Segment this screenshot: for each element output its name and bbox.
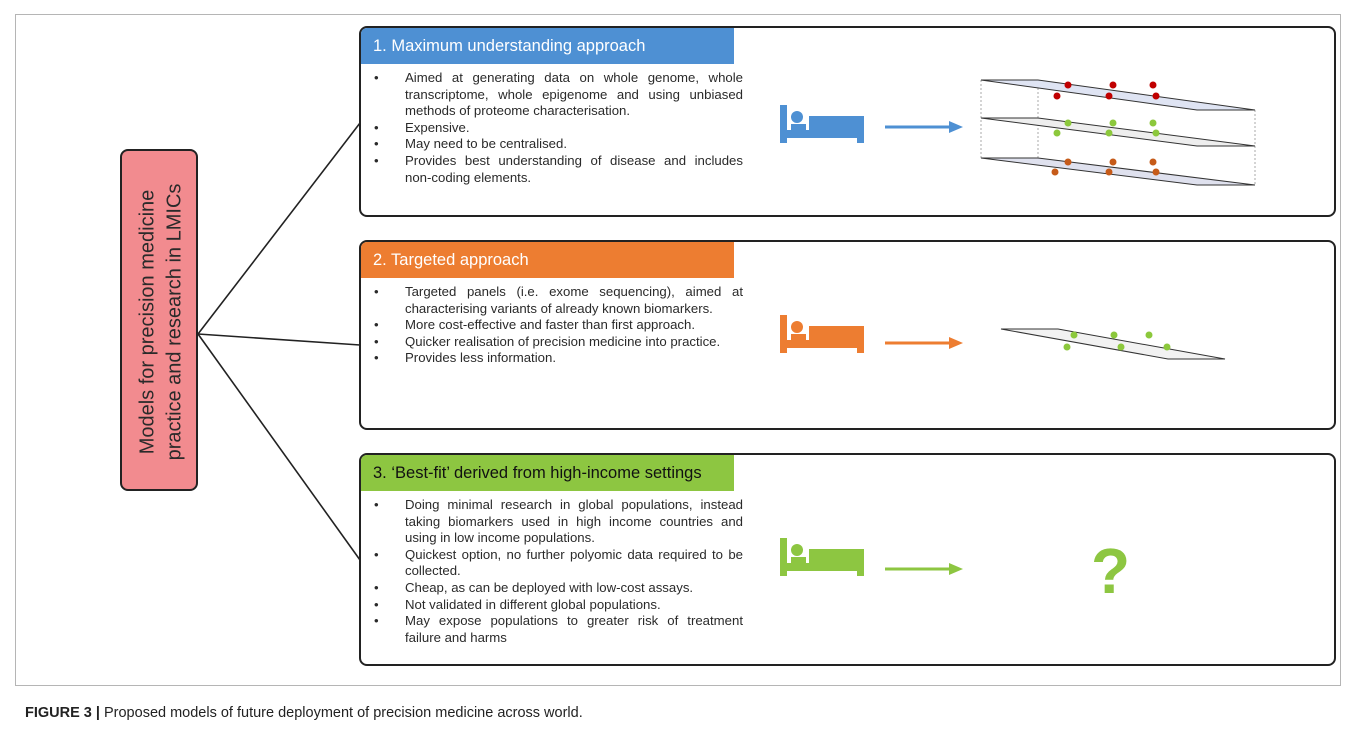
approach-2-bullet: •Quicker realisation of precision medici… [374, 333, 721, 349]
approach-2-header: 2. Targeted approach [361, 242, 734, 278]
approach-1-bullet: •Expensive. [374, 119, 470, 135]
approach-3-title: 3. ‘Best-fit’ derived from high-income s… [373, 463, 702, 482]
approach-3-bullet: •Cheap, as can be deployed with low-cost… [374, 579, 694, 595]
hospital-bed-icon [780, 315, 864, 353]
models-box: Models for precision medicine practice a… [120, 149, 198, 491]
approach-1-bullet: •May need to be centralised. [374, 136, 568, 152]
figure-caption: FIGURE 3 | Proposed models of future dep… [25, 705, 583, 721]
approach-3-bullet: •Doing minimal research in global popula… [374, 497, 743, 546]
omics-layers-icon [980, 79, 1256, 186]
models-title-line-2: practice and research in LMICs [163, 183, 186, 461]
approach-1-title: 1. Maximum understanding approach [373, 36, 646, 55]
hospital-bed-icon [780, 105, 864, 143]
approach-3-bullet: •Quickest option, no further polyomic da… [374, 546, 743, 579]
approach-1-bullet: •Provides best understanding of disease … [374, 152, 743, 185]
approach-2-bullets: •Targeted panels (i.e. exome sequencing)… [369, 284, 743, 367]
approach-2-bullet: •More cost-effective and faster than fir… [374, 317, 696, 333]
figure-caption-label: FIGURE 3 | [25, 705, 100, 721]
approach-panel-3: 3. ‘Best-fit’ derived from high-income s… [359, 453, 1336, 666]
models-title-line-1: Models for precision medicine [136, 189, 159, 455]
hospital-bed-icon [780, 538, 864, 576]
approach-3-header: 3. ‘Best-fit’ derived from high-income s… [361, 455, 734, 491]
figure-caption-text: Proposed models of future deployment of … [99, 705, 583, 721]
unknown-result-question-mark: ? [1091, 535, 1131, 607]
approach-2-bullet: •Provides less information. [374, 350, 556, 366]
approach-panel-2: 2. Targeted approach •Targeted panels (i… [359, 240, 1336, 430]
approach-3-bullets: •Doing minimal research in global popula… [369, 497, 743, 646]
connector-line-2 [197, 333, 361, 346]
arrow-right-icon [885, 337, 963, 349]
approach-1-bullets: •Aimed at generating data on whole genom… [369, 70, 743, 186]
approach-1-bullet: •Aimed at generating data on whole genom… [374, 70, 743, 119]
approach-1-header: 1. Maximum understanding approach [361, 28, 734, 64]
approach-2-title: 2. Targeted approach [373, 250, 529, 269]
approach-3-bullet: •Not validated in different global popul… [374, 596, 661, 612]
arrow-right-icon [885, 121, 963, 133]
approach-panel-1: 1. Maximum understanding approach •Aimed… [359, 26, 1336, 217]
approach-2-bullet: •Targeted panels (i.e. exome sequencing)… [374, 284, 743, 316]
targeted-layer-icon [1000, 328, 1226, 360]
approach-3-bullet: •May expose populations to greater risk … [374, 613, 743, 645]
connector-line-3 [197, 333, 361, 561]
figure-frame [15, 14, 1341, 686]
connector-line-1 [197, 122, 361, 335]
arrow-right-icon [885, 563, 963, 575]
